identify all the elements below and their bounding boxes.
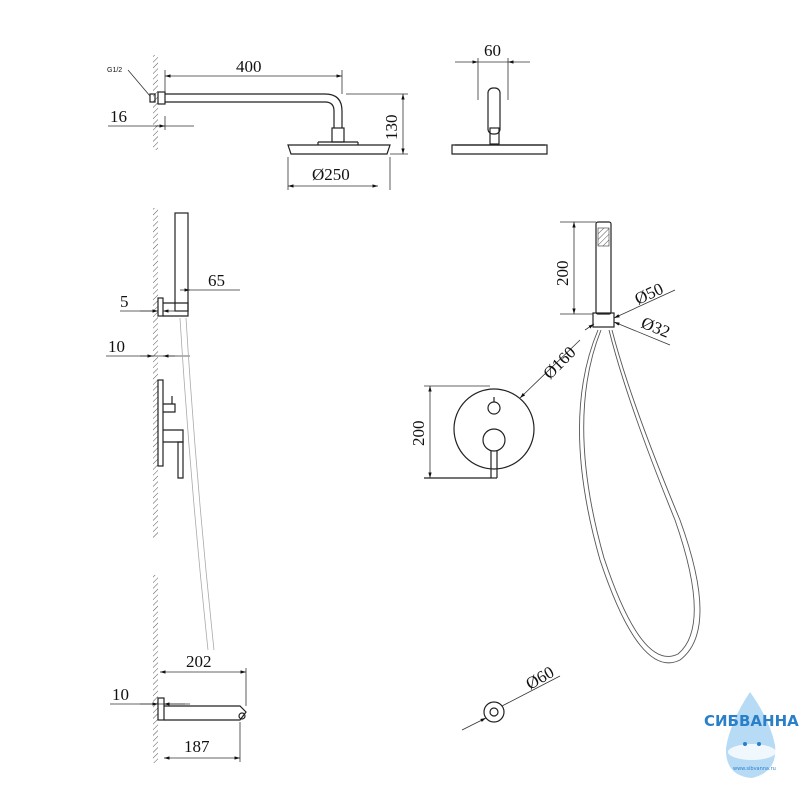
wall-flange bbox=[157, 91, 166, 105]
holder-plate bbox=[157, 297, 164, 317]
thread-connector bbox=[149, 93, 156, 103]
arm-front bbox=[487, 87, 501, 135]
dim-handshower-height: 200 bbox=[553, 261, 572, 287]
dim-mixer-height: 200 bbox=[409, 421, 428, 447]
dim-spout-wall: 10 bbox=[112, 685, 129, 704]
dim-spout-length: 187 bbox=[184, 737, 210, 756]
dim-arm-length: 400 bbox=[236, 57, 262, 76]
hose-front bbox=[579, 329, 701, 664]
dim-side-width: 60 bbox=[484, 41, 501, 60]
dim-holder-depth: 65 bbox=[208, 271, 225, 290]
hand-shower-front bbox=[595, 221, 612, 315]
dim-head-height: 130 bbox=[382, 115, 401, 141]
dim-head-diameter: Ø250 bbox=[312, 165, 350, 184]
shower-arm-bottom bbox=[165, 101, 335, 128]
wall-section-lower bbox=[153, 575, 158, 763]
shower-arm-side-view: 400 G1/2 16 130 Ø250 bbox=[107, 55, 408, 190]
hose-side bbox=[179, 317, 209, 651]
mixer-lever-front bbox=[482, 428, 506, 452]
dim-holder-gap: 5 bbox=[120, 292, 129, 311]
holder-front bbox=[592, 312, 615, 328]
spout-plate bbox=[157, 697, 165, 721]
brand-url: www.sibvanna.ru bbox=[733, 766, 776, 772]
shower-head-front bbox=[451, 144, 548, 155]
holder-body bbox=[163, 302, 189, 317]
head-connector bbox=[331, 127, 345, 143]
diverter-knob-side bbox=[163, 403, 176, 413]
dim-wall-offset: 16 bbox=[110, 107, 127, 126]
dim-mixer-offset: 10 bbox=[108, 337, 125, 356]
dim-handshower-d32: Ø32 bbox=[639, 313, 673, 342]
shower-head bbox=[287, 144, 391, 155]
diverter-knob-front bbox=[487, 401, 501, 415]
dim-outlet-diameter: Ø60 bbox=[523, 662, 558, 693]
dim-spout-total: 202 bbox=[186, 652, 212, 671]
shower-arm-front-view: 60 bbox=[451, 41, 548, 155]
mixer-plate-side bbox=[157, 379, 164, 467]
brand-watermark: СИБВАННА www.sibvanna.ru bbox=[704, 692, 799, 778]
mixer-lever-side bbox=[163, 429, 184, 443]
wall-outlet-front bbox=[483, 701, 505, 723]
dim-handshower-d50: Ø50 bbox=[632, 279, 667, 309]
spout bbox=[164, 705, 247, 721]
wall-section-middle bbox=[153, 208, 158, 538]
hand-shower-side bbox=[174, 212, 189, 312]
dim-mixer-diameter: Ø160 bbox=[539, 343, 579, 383]
brand-name: СИБВАННА bbox=[704, 712, 799, 730]
mixer-plate-front bbox=[453, 388, 535, 470]
wall-set-front-view: 200 Ø50 Ø32 Ø160 200 Ø60 bbox=[409, 221, 701, 731]
wall-set-side-view: 65 5 10 202 10 bbox=[106, 208, 247, 763]
dim-thread: G1/2 bbox=[107, 67, 122, 74]
shower-arm-top bbox=[165, 93, 343, 128]
